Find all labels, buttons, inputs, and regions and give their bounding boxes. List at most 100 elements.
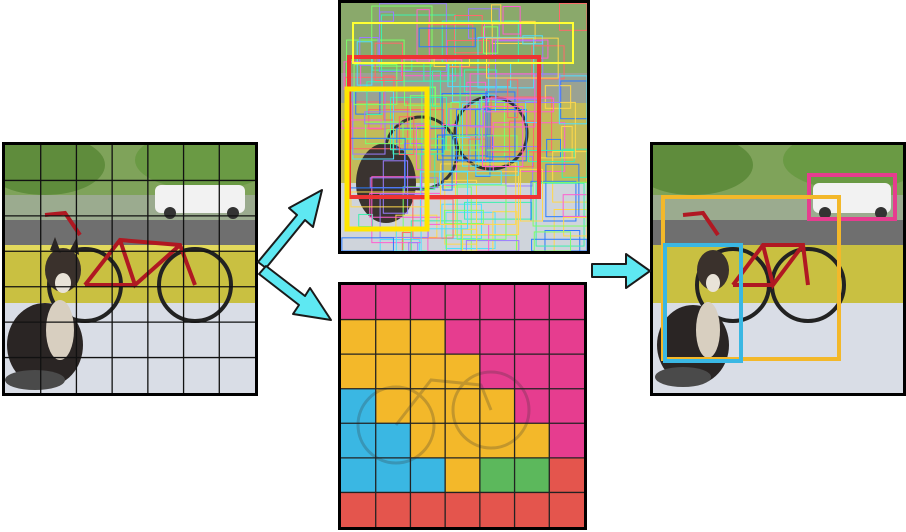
class-cell-yellow	[445, 388, 481, 424]
class-cell-yellow	[341, 319, 377, 355]
car-shape	[155, 185, 245, 213]
bicycle-shape	[44, 210, 233, 323]
candidate-box	[365, 121, 404, 145]
class-cell-yellow	[410, 319, 446, 355]
class-cell-pink	[445, 285, 481, 321]
class-cell-pink	[514, 319, 550, 355]
class-cell-red	[549, 457, 584, 493]
candidate-box	[461, 103, 480, 167]
candidate-box	[408, 242, 419, 251]
class-cell-pink	[549, 423, 584, 459]
class-cell-yellow	[375, 319, 411, 355]
candidate-box	[412, 198, 454, 239]
class-cell-blue	[341, 457, 377, 493]
class-cell-pink	[549, 285, 584, 321]
class-cell-yellow	[410, 354, 446, 390]
class-cell-yellow	[410, 423, 446, 459]
candidate-box	[461, 228, 478, 251]
candidate-box	[392, 138, 445, 155]
candidate-box	[469, 73, 536, 128]
input-scene	[5, 145, 255, 393]
candidate-box	[446, 40, 490, 68]
candidate-box	[482, 106, 524, 167]
candidate-box	[439, 170, 502, 185]
candidate-box	[527, 149, 575, 163]
bounding-box-predictions	[338, 0, 590, 254]
class-cell-pink	[341, 285, 377, 321]
candidate-box	[341, 237, 394, 251]
candidate-box	[418, 27, 476, 48]
class-cell-blue	[375, 423, 411, 459]
candidate-box	[563, 216, 587, 237]
candidate-box	[368, 109, 445, 130]
candidate-box	[475, 161, 519, 176]
candidate-box	[502, 6, 521, 35]
boxes-scene	[341, 3, 587, 251]
class-cell-yellow	[514, 423, 550, 459]
candidate-box	[445, 211, 496, 249]
candidate-box	[371, 5, 433, 67]
candidate-box	[431, 70, 441, 107]
candidate-box	[374, 42, 403, 81]
candidate-box	[441, 93, 489, 157]
class-cell-yellow	[445, 354, 481, 390]
final-scene	[653, 145, 903, 393]
candidate-box	[486, 97, 555, 113]
candidate-box	[415, 124, 431, 171]
class-cell-blue	[341, 423, 377, 459]
candidate-box	[436, 134, 493, 161]
candidate-box	[382, 160, 409, 214]
candidate-box	[485, 91, 516, 158]
class-cell-red	[549, 492, 584, 527]
class-cell-yellow	[375, 388, 411, 424]
candidate-box	[463, 69, 498, 93]
class-cell-pink	[549, 319, 584, 355]
class-cell-yellow	[445, 423, 481, 459]
class-cell-red	[341, 492, 377, 527]
class-cell-red	[514, 492, 550, 527]
class-cell-yellow	[341, 354, 377, 390]
class-cell-green	[514, 457, 550, 493]
class-cell-red	[479, 492, 516, 527]
candidate-box	[507, 79, 519, 119]
detection-box-dog	[663, 243, 743, 363]
arrow-right-icon	[591, 253, 651, 289]
candidate-box	[366, 81, 383, 116]
class-cell-pink	[514, 354, 550, 390]
class-cell-pink	[445, 319, 481, 355]
candidate-box	[443, 209, 484, 225]
class-cell-pink	[549, 354, 584, 390]
candidate-box	[490, 96, 553, 153]
candidate-box	[381, 14, 456, 82]
candidate-box	[378, 3, 447, 72]
class-cell-pink	[410, 285, 446, 321]
class-cell-yellow	[375, 354, 411, 390]
candidate-box	[442, 134, 453, 191]
candidate-box	[530, 180, 577, 222]
candidate-box	[552, 151, 587, 203]
class-cell-blue	[375, 457, 411, 493]
class-cell-blue	[410, 457, 446, 493]
arrow-right-up-icon	[257, 189, 323, 269]
candidate-box	[562, 194, 587, 217]
candidate-box	[409, 95, 483, 146]
candidate-box	[439, 163, 517, 225]
dog-shape	[5, 237, 83, 390]
candidate-box	[454, 14, 483, 54]
candidate-box	[492, 211, 518, 251]
class-cell-yellow	[410, 388, 446, 424]
candidate-box	[545, 163, 580, 218]
arrow-right-down-icon	[258, 265, 332, 321]
candidate-box	[483, 26, 499, 54]
candidate-box	[456, 109, 527, 162]
class-cell-green	[479, 457, 516, 493]
class-cell-yellow	[479, 423, 516, 459]
candidate-box	[456, 184, 507, 240]
candidate-box	[546, 138, 562, 158]
candidate-box	[398, 116, 415, 155]
class-cell-red	[375, 492, 411, 527]
class-cell-pink	[479, 285, 516, 321]
input-image-with-grid	[2, 142, 258, 396]
class-map-grid	[341, 285, 584, 527]
